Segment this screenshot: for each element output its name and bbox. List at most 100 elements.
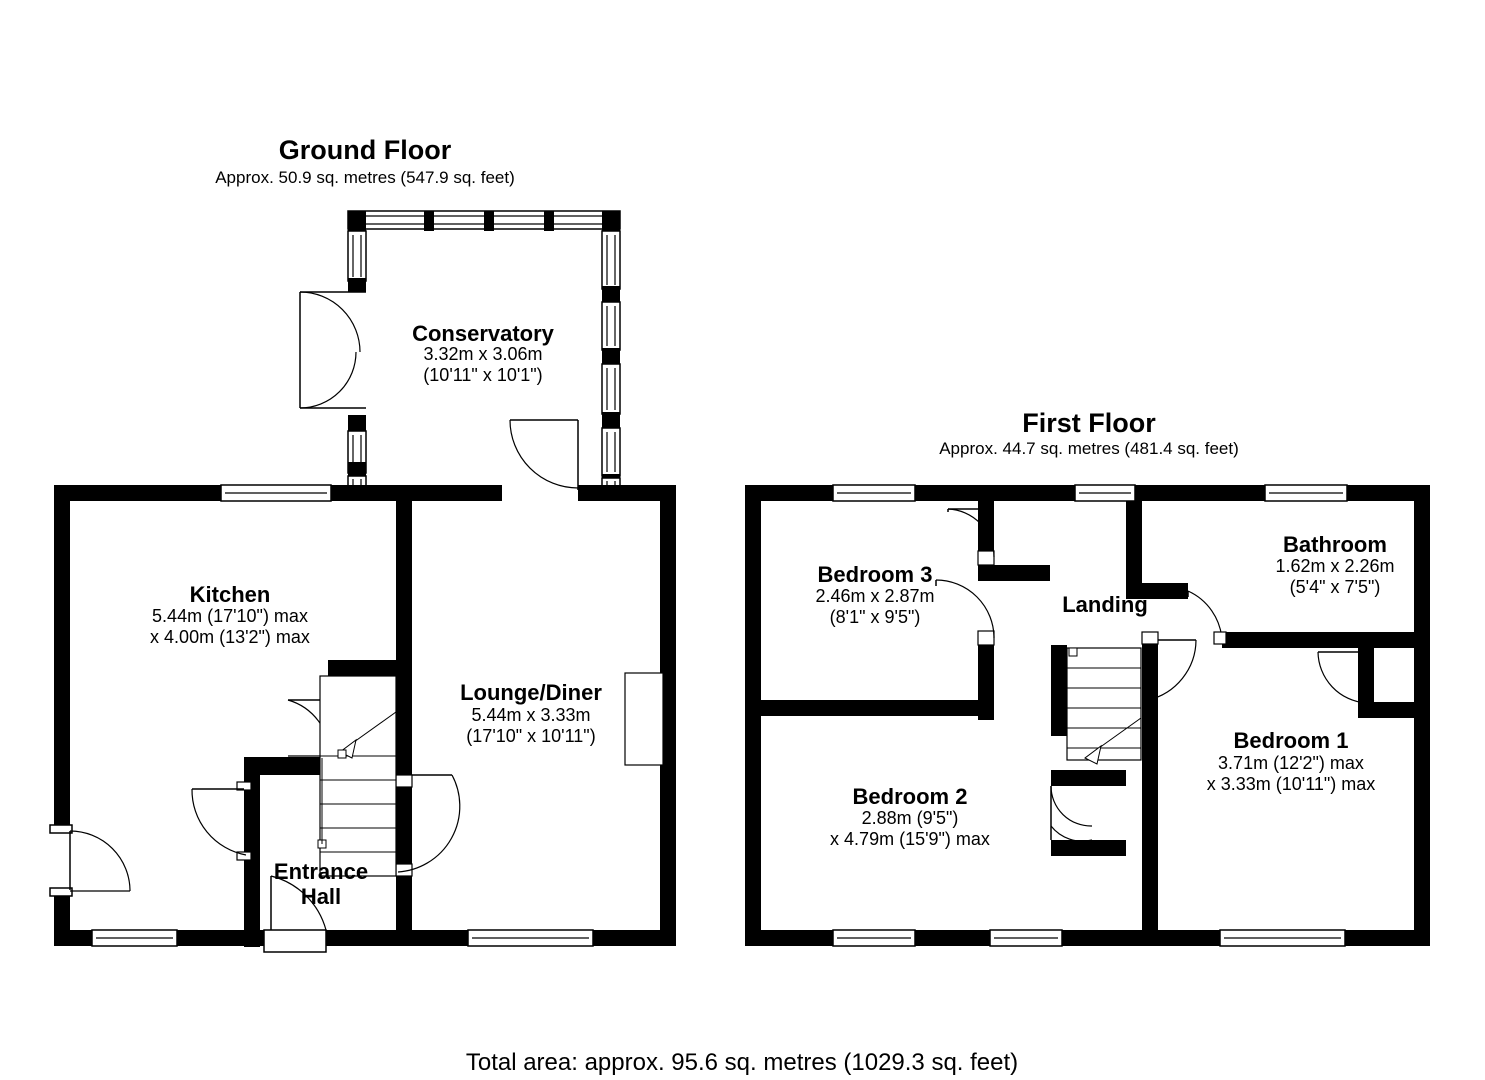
lounge-alcove-recess	[624, 672, 664, 766]
bedroom1-room-label: Bedroom 1	[1234, 728, 1349, 753]
ff-stair-newel	[1068, 647, 1078, 657]
bedroom1-recess-wall-horizontal	[1358, 702, 1430, 718]
bedroom1-wall-left	[1142, 632, 1158, 930]
conservatory-post-l3	[348, 462, 366, 476]
ff-wall-bottom-a	[745, 930, 833, 946]
kitchen-back-door-swing	[69, 830, 131, 892]
conservatory-post-r1	[602, 286, 620, 302]
entrance-hall-label-line1: Entrance	[274, 859, 368, 884]
conservatory-left-glazing-upper	[347, 230, 367, 282]
gf-wall-top-lounge-b	[578, 485, 676, 501]
gf-wall-top-lounge-a	[367, 485, 502, 501]
ff-wall-top-a	[745, 485, 833, 501]
kitchen-room-label: Kitchen	[190, 582, 271, 607]
bedroom3-door-swing-a	[947, 508, 995, 558]
bedroom2-dim-imperial: x 4.79m (15'9") max	[830, 829, 990, 849]
gf-stair-wall-bottom	[244, 757, 344, 775]
landing-room-label: Landing	[1062, 592, 1148, 617]
bathroom-room-label: Bathroom	[1283, 532, 1387, 557]
entrance-hall-label-line2: Hall	[301, 884, 341, 909]
bedroom1-door-jamb	[1141, 631, 1159, 645]
conservatory-right-glazing-1	[601, 230, 621, 290]
bedroom1-door-swing	[1147, 639, 1197, 701]
bathroom-wall-left	[1126, 501, 1142, 599]
hall-lounge-door-jamb-top	[395, 774, 413, 788]
conservatory-post-l2	[348, 415, 366, 431]
conservatory-right-glazing-3	[601, 363, 621, 415]
bathroom-door-jamb	[1213, 631, 1227, 645]
lounge-dim-imperial: (17'10" x 10'11")	[466, 726, 595, 746]
conservatory-dim-imperial: (10'11" x 10'1")	[423, 365, 542, 385]
bedroom2-door-swing-a	[1050, 785, 1093, 827]
bedroom1-dim-metric: 3.71m (12'2") max	[1218, 753, 1364, 773]
conservatory-door-swing-lower	[299, 351, 357, 409]
gf-wall-bottom-d	[593, 930, 676, 946]
ff-wall-top-b	[915, 485, 1075, 501]
conservatory-post-tl	[348, 211, 366, 231]
landing-wall-lower-b	[1051, 840, 1126, 856]
ff-stair-outline	[1066, 647, 1142, 761]
front-door-swing	[270, 875, 327, 931]
first-floor-walls	[745, 484, 1430, 947]
bedroom1-cupboard-door-swing	[1317, 651, 1367, 704]
first-floor-title: First Floor	[1022, 408, 1156, 438]
conservatory-structure	[299, 210, 621, 499]
bathroom-dim-imperial: (5'4" x 7'5")	[1290, 577, 1381, 597]
first-floor-group: First Floor Approx. 44.7 sq. metres (481…	[745, 408, 1430, 947]
bedroom2-room-label: Bedroom 2	[853, 784, 968, 809]
conservatory-right-glazing-4	[601, 427, 621, 477]
bathroom-wall-bottom-right	[1222, 632, 1430, 648]
bathroom-dim-metric: 1.62m x 2.26m	[1275, 556, 1394, 576]
conservatory-post-t3	[544, 211, 554, 231]
landing-wall-lower-a	[1051, 770, 1126, 786]
conservatory-post-t1	[424, 211, 434, 231]
ff-stair-arrow-head	[1084, 744, 1102, 765]
ground-floor-group: Ground Floor Approx. 50.9 sq. metres (54…	[49, 135, 676, 953]
ff-wall-left	[745, 485, 761, 946]
gf-hall-wall-vertical	[244, 757, 260, 947]
bedroom3-wall-nib	[978, 565, 1050, 581]
kitchen-dim-metric: 5.44m (17'10") max	[152, 606, 308, 626]
kitchen-door-jamb-bottom	[236, 851, 252, 861]
ground-floor-title: Ground Floor	[279, 135, 452, 165]
landing-stairwell-wall-left	[1051, 645, 1067, 720]
stair-newel-top	[337, 749, 347, 759]
bedroom3-dim-metric: 2.46m x 2.87m	[815, 586, 934, 606]
conservatory-room-label: Conservatory	[412, 321, 555, 346]
conservatory-post-tr	[602, 211, 620, 231]
lounge-room-label: Lounge/Diner	[460, 680, 602, 705]
ground-floor-staircase	[317, 675, 397, 877]
conservatory-post-l1	[348, 278, 366, 292]
ground-floor-walls	[49, 419, 676, 953]
bedroom3-room-label: Bedroom 3	[818, 562, 933, 587]
gf-stair-wall-top	[328, 660, 398, 676]
conservatory-post-t2	[484, 211, 494, 231]
conservatory-right-glazing-2	[601, 301, 621, 351]
conservatory-post-r3	[602, 412, 620, 428]
gf-wall-top-left	[54, 485, 221, 501]
lounge-dim-metric: 5.44m x 3.33m	[471, 705, 590, 725]
gf-wall-top-mid	[331, 485, 367, 501]
conservatory-post-r2	[602, 348, 620, 364]
gf-internal-wall-vertical	[396, 501, 412, 930]
kitchen-back-door-jamb-bottom	[49, 887, 73, 897]
ff-wall-bottom-c	[1062, 930, 1220, 946]
lounge-conservatory-door-swing	[509, 419, 579, 489]
bedroom3-door-swing-b	[935, 579, 995, 639]
conservatory-dim-metric: 3.32m x 3.06m	[423, 344, 542, 364]
bathroom-wall-bottom-left	[1126, 583, 1188, 599]
ff-wall-top-c	[1135, 485, 1265, 501]
kitchen-back-door-jamb-top	[49, 824, 73, 834]
stair-outline	[319, 675, 397, 877]
kitchen-dim-imperial: x 4.00m (13'2") max	[150, 627, 310, 647]
bedroom3-door-jamb-b	[977, 630, 995, 646]
gf-wall-right	[660, 485, 676, 946]
ff-wall-top-d	[1347, 485, 1430, 501]
first-floor-staircase	[1066, 647, 1142, 765]
bedroom3-wall-bottom	[761, 700, 994, 716]
gf-wall-left-upper	[54, 485, 70, 825]
bedroom1-recess-wall-vertical	[1358, 648, 1374, 710]
front-door-threshold	[263, 929, 327, 953]
